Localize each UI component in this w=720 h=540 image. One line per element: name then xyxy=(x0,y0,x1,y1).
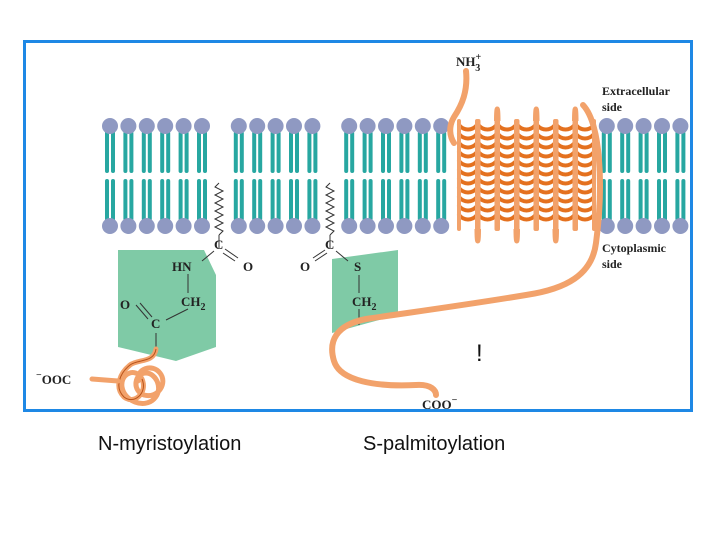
myristoyl-carbonyl-o: O xyxy=(243,259,253,274)
residue-c: C xyxy=(151,316,160,331)
caption-s-palmitoylation: S-palmitoylation xyxy=(363,433,506,455)
lipid-molecule xyxy=(267,118,284,234)
lipid-bilayer xyxy=(102,118,689,234)
palmitoyl-linkage: C O S CH2 xyxy=(300,235,377,325)
figure-frame: C HN O CH2 O C C O S CH2 xyxy=(23,40,693,412)
n-terminal-segment xyxy=(447,68,470,146)
lipid-molecule xyxy=(359,118,376,234)
palmitoyl-chain xyxy=(324,182,336,236)
extracellular-label-line1: Extracellular xyxy=(602,84,671,98)
transmembrane-helix xyxy=(535,119,559,244)
caption-n-myristoylation: N-myristoylation xyxy=(98,433,242,455)
palmitoyl-sulfur: S xyxy=(354,259,361,274)
lipid-molecule xyxy=(414,118,431,234)
lipid-molecule xyxy=(635,118,652,234)
lipid-molecule xyxy=(304,118,321,234)
cytoplasmic-label-line2: side xyxy=(602,257,623,271)
transmembrane-helix xyxy=(457,119,481,244)
lipid-molecule xyxy=(138,118,155,234)
lipid-molecule xyxy=(249,118,266,234)
lipid-molecule xyxy=(396,118,413,234)
lipid-molecule xyxy=(378,118,394,234)
membrane-diagram: C HN O CH2 O C C O S CH2 xyxy=(36,52,689,409)
extracellular-label-line2: side xyxy=(602,100,623,114)
c-terminus-label: COO− xyxy=(422,395,458,409)
left-c-terminus-label: −OOC xyxy=(36,370,71,387)
lipid-molecule xyxy=(617,118,634,234)
transmembrane-helix xyxy=(515,106,540,231)
lipid-molecule xyxy=(654,118,670,234)
palmitoyl-carbonyl-o: O xyxy=(300,259,310,274)
myristoyl-ch2: CH2 xyxy=(181,294,206,313)
myristoyl-amide: HN xyxy=(172,259,192,274)
lipid-molecule xyxy=(230,118,247,234)
transmembrane-helix xyxy=(574,119,596,231)
transmembrane-helices xyxy=(457,106,596,244)
residue-carbonyl-o: O xyxy=(120,297,130,312)
lipid-molecule xyxy=(102,118,118,234)
c-terminal-tail xyxy=(329,102,603,398)
myristoyl-region xyxy=(118,250,216,361)
lipid-molecule xyxy=(194,118,210,234)
myristoyl-carbonyl-c: C xyxy=(214,237,223,252)
myristoyl-linkage: C HN O CH2 O C xyxy=(120,235,253,348)
transmembrane-helix xyxy=(476,106,501,231)
palmitoyl-carbonyl-c: C xyxy=(325,237,334,252)
lipid-molecule xyxy=(175,118,192,234)
lipid-molecule xyxy=(598,118,615,234)
n-terminus-label: NH+3 xyxy=(456,52,482,74)
lipid-molecule xyxy=(433,118,450,234)
lipid-molecule xyxy=(120,118,137,234)
transmembrane-helix xyxy=(496,119,520,244)
lipid-molecule xyxy=(341,118,358,234)
myristoyl-chain xyxy=(213,182,225,236)
lipid-molecule xyxy=(286,118,302,234)
lipid-molecule xyxy=(157,118,174,234)
myristoylated-protein-coil xyxy=(116,346,166,406)
palmitoyl-region xyxy=(332,250,398,333)
exclamation-mark: ! xyxy=(476,340,483,367)
cytoplasmic-label-line1: Cytoplasmic xyxy=(602,241,667,255)
transmembrane-helix xyxy=(554,106,579,231)
palmitoyl-ch2: CH2 xyxy=(352,294,377,313)
lipid-molecule xyxy=(672,118,689,234)
